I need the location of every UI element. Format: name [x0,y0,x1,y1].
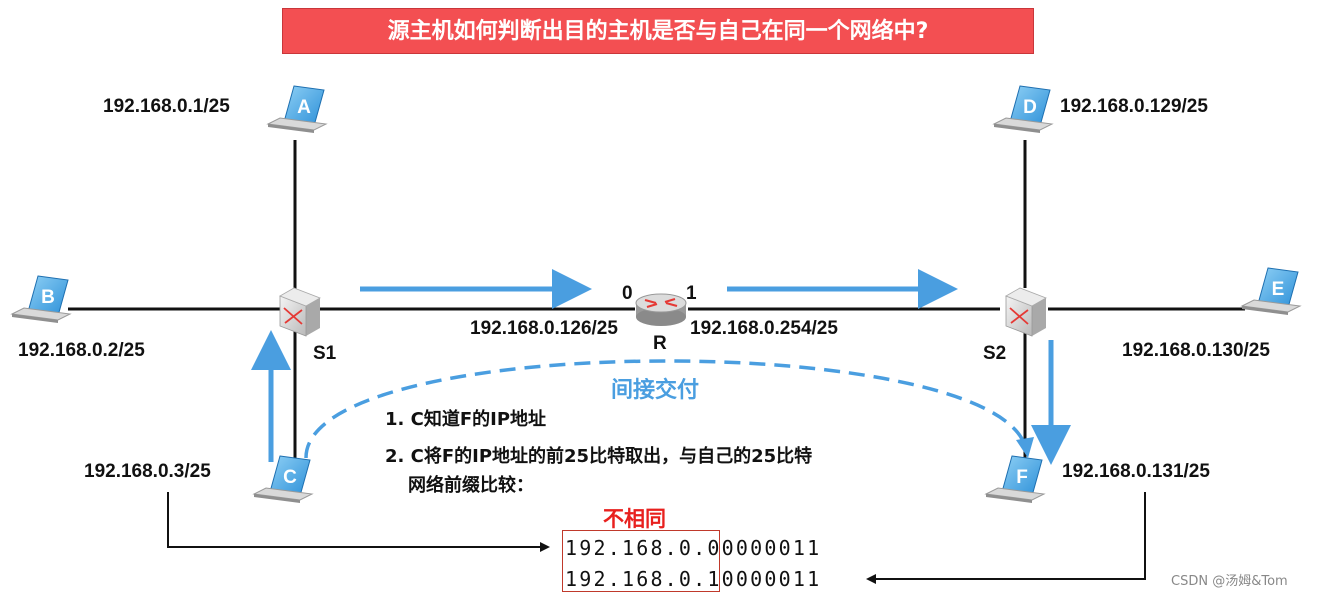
binary-row-c-prefix: 192.168.0.0 [565,536,722,560]
laptop-f-icon [984,455,1046,503]
router-label: R [653,333,667,354]
prefix-compare-box [562,530,720,592]
host-d-letter: D [1023,97,1037,118]
host-c-ip: 192.168.0.3/25 [84,461,211,482]
binary-row-c-rest: 0000011 [721,536,822,560]
host-e-ip: 192.168.0.130/25 [1122,340,1270,361]
indirect-delivery-label: 间接交付 [611,378,700,403]
compare-lines [167,492,1146,584]
host-a-ip: 192.168.0.1/25 [103,96,230,117]
host-f-ip: 192.168.0.131/25 [1062,461,1210,482]
laptop-d-icon [992,85,1054,133]
binary-row-f: 192.168.0.10000011 [565,567,821,591]
host-b-ip: 192.168.0.2/25 [18,340,145,361]
router-ip-1: 192.168.0.254/25 [690,318,838,339]
compare-result: 不相同 [603,507,666,531]
indirect-delivery-arrowhead [1016,437,1034,458]
router-ip-0: 192.168.0.126/25 [470,318,618,339]
host-e-letter: E [1272,279,1285,300]
host-b-letter: B [41,287,55,308]
step-2-continued: 网络前缀比较： [408,475,534,496]
step-1: 1. C知道F的IP地址 [385,409,547,430]
network-links [68,140,1245,460]
laptop-e-icon [1240,267,1302,315]
binary-row-c: 192.168.0.00000011 [565,536,821,560]
indirect-delivery-curve [304,359,1028,459]
router-r-icon [635,293,687,326]
laptop-b-icon [10,275,72,323]
laptop-a-icon [266,85,328,133]
router-port-1: 1 [686,283,697,304]
router-port-0: 0 [622,283,633,304]
host-c-letter: C [283,467,297,488]
step-2: 2. C将F的IP地址的前25比特取出，与自己的25比特 [385,446,813,467]
watermark: CSDN @汤姆&Tom [1171,574,1288,589]
laptop-c-icon [252,455,314,503]
switch-s2-icon [1005,287,1047,337]
switch-s2-label: S2 [983,343,1007,364]
binary-row-f-rest: 0000011 [721,567,822,591]
switch-s1-label: S1 [313,343,337,364]
host-d-ip: 192.168.0.129/25 [1060,96,1208,117]
flow-arrows [251,269,1071,465]
switch-s1-icon [279,287,321,337]
page-title: 源主机如何判断出目的主机是否与自己在同一个网络中? [282,8,1034,54]
host-a-letter: A [297,97,311,118]
line-c-to-compare [167,492,550,552]
line-f-to-compare [866,492,1146,584]
binary-row-f-prefix: 192.168.0.1 [565,567,722,591]
host-f-letter: F [1016,467,1028,488]
